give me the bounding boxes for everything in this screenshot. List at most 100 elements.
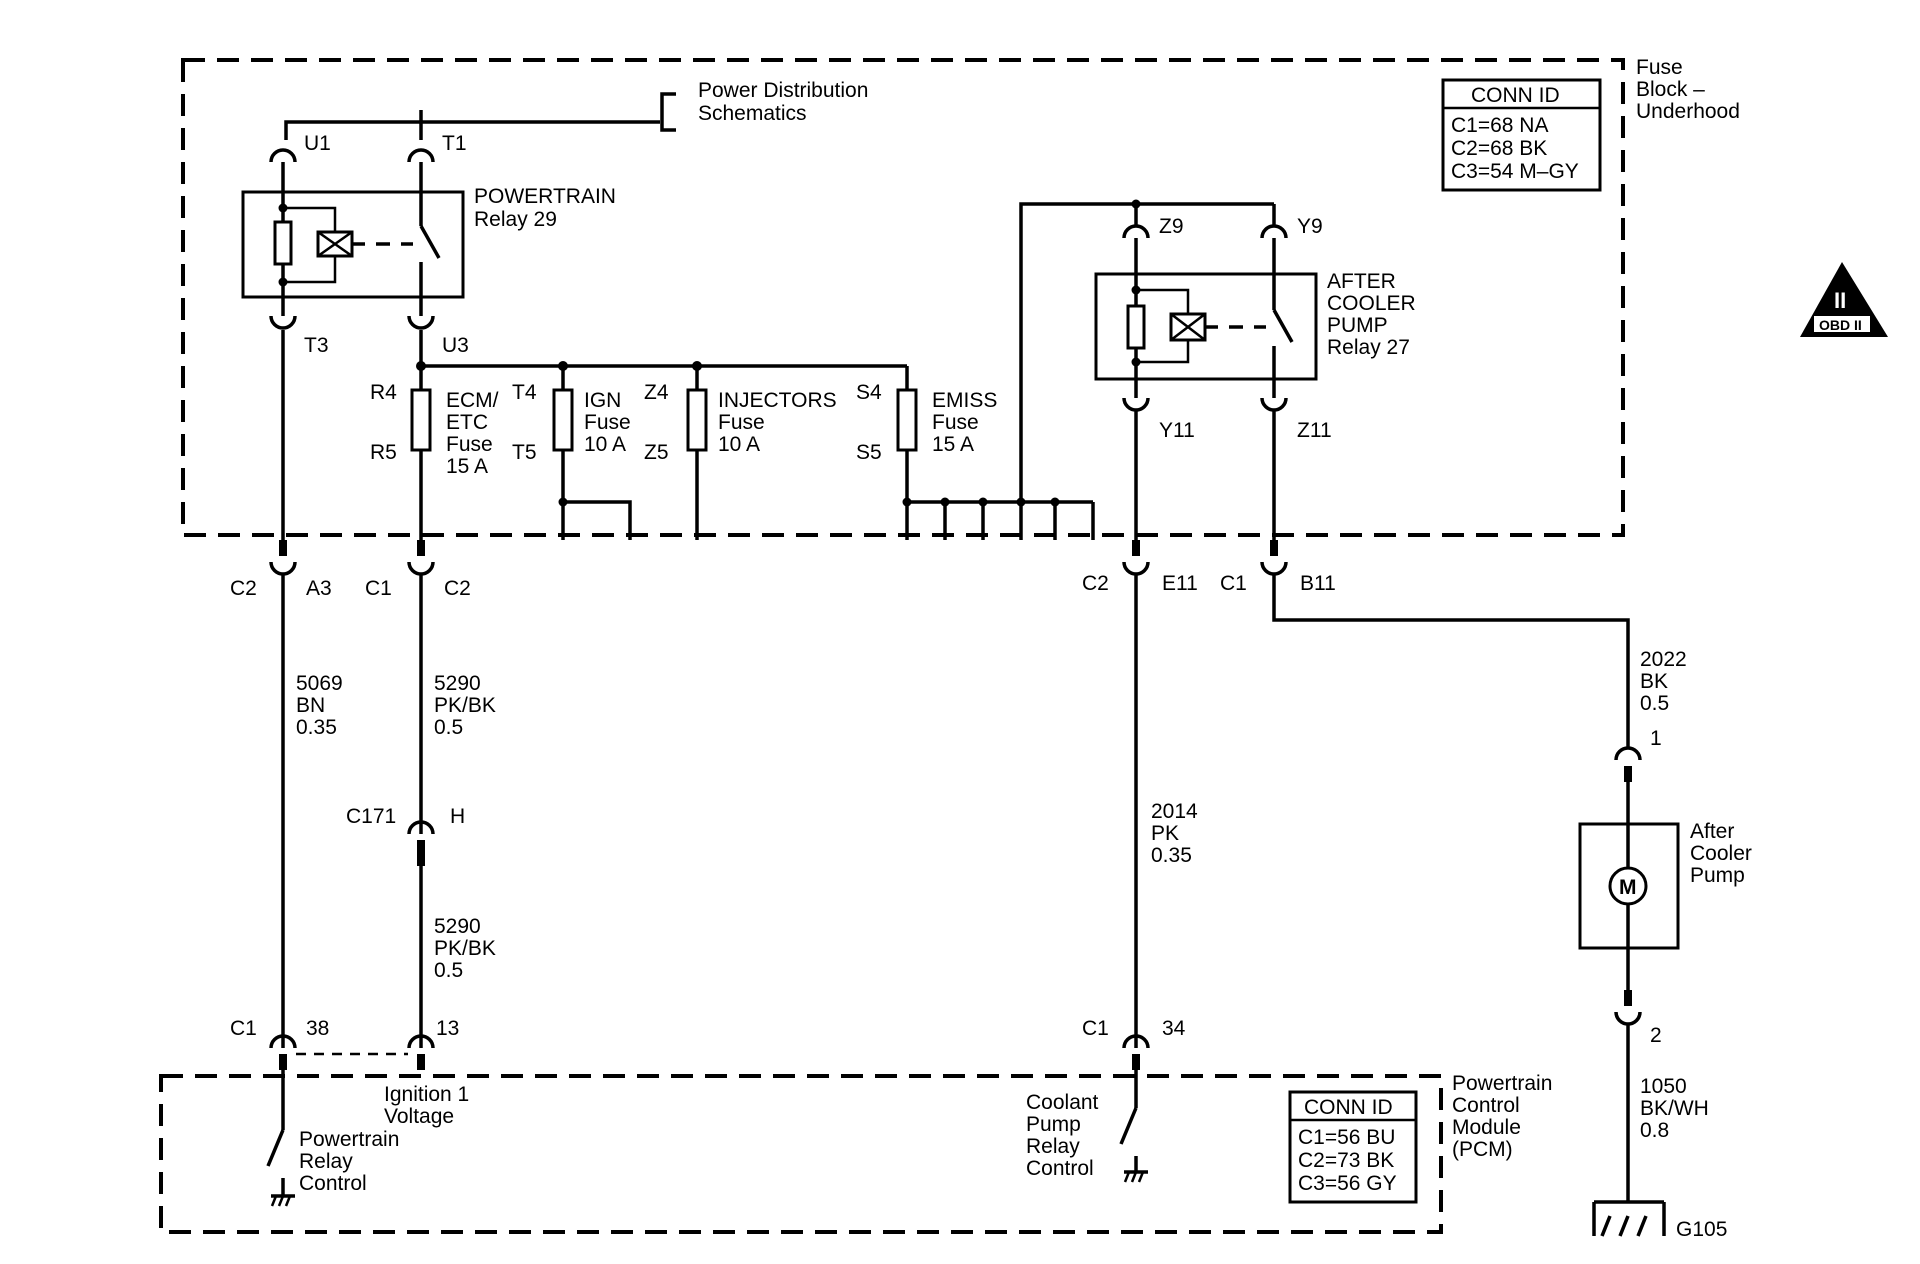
fuse-ign-top-pin: T4 [512,381,537,404]
fuse-injectors-bottom-pin: Z5 [644,441,669,464]
wire-5069-circuit: 5069 [296,672,343,695]
prc-label-1: Powertrain [299,1128,399,1151]
ignition-voltage-label-1: Ignition 1 [384,1083,469,1106]
conn-b11-pin: B11 [1300,572,1336,595]
wire-5290a-gauge: 0.5 [434,716,463,739]
power-distribution-reference: Power Distribution Schematics [284,79,868,140]
cprc-label-4: Control [1026,1157,1094,1180]
wire-2022-color: BK [1640,670,1668,693]
relay27-name-4: Relay 27 [1327,336,1410,359]
relay29-pin-u1: U1 [304,132,331,155]
pcm-connector-13: 13 [407,1017,459,1070]
wire-5069-gauge: 0.35 [296,716,337,739]
fuse-block-title-2: Block – [1636,78,1705,101]
fuse-ecm-etc: R4 R5 ECM/ ETC Fuse 15 A [370,381,499,478]
conn-e11-pin: E11 [1162,572,1198,595]
pump-name-3: Pump [1690,864,1745,887]
relay29-pin-u3: U3 [442,334,469,357]
powertrain-control-module: Powertrain Control Module (PCM) CONN ID … [159,1070,1552,1234]
relay27-pin-y9: Y9 [1297,215,1323,238]
relay27-name-2: COOLER [1327,292,1416,315]
cprc-label-2: Pump [1026,1113,1081,1136]
obd-ii-numeral: II [1834,288,1846,313]
fuse-block-conn-id-c1: C1=68 NA [1451,114,1548,137]
fuse-block-conn-id-table: CONN ID C1=68 NA C2=68 BK C3=54 M–GY [1441,78,1602,192]
pump-pin-1: 1 [1650,727,1662,750]
ground-g105: G105 [1592,1200,1727,1241]
power-distribution-label-2: Schematics [698,102,807,125]
fuse-ecm-top-pin: R4 [370,381,397,404]
conn-e11-id: C2 [1082,572,1109,595]
fuse-block-title-3: Underhood [1636,100,1740,123]
obd-ii-badge: II OBD II [1800,262,1888,337]
wire-1050-circuit: 1050 [1640,1075,1687,1098]
relay27-pin-z9: Z9 [1159,215,1184,238]
fuse-ecm-label-4: 15 A [446,455,488,478]
wire-5290a-circuit: 5290 [434,672,481,695]
relay27-pin-y11: Y11 [1159,419,1195,442]
pcm-connector-38: C1 38 [230,1017,329,1070]
pcm-title-4: (PCM) [1452,1138,1513,1161]
fuse-injectors-label-2: Fuse [718,411,765,434]
pump-pin-2: 2 [1650,1024,1662,1047]
fuse-emiss-label-2: Fuse [932,411,979,434]
prc-label-3: Control [299,1172,367,1195]
cprc-label-3: Relay [1026,1135,1080,1158]
wire-5290a-color: PK/BK [434,694,496,717]
relay27-name-3: PUMP [1327,314,1388,337]
wire-1050: 1050 BK/WH 0.8 [1626,1024,1709,1202]
fuse-ign: T4 T5 IGN Fuse 10 A [512,366,632,540]
pcm-conn-38-pin: 38 [306,1017,329,1040]
c171-id: C171 [346,805,396,828]
fuse-emiss-label-1: EMISS [932,389,997,412]
inline-connector-c171: C171 H [346,805,465,866]
fuse-ign-label-2: Fuse [584,411,631,434]
fuse-block-title-1: Fuse [1636,56,1683,79]
pcm-conn-34-id: C1 [1082,1017,1109,1040]
pcm-conn-id-c2: C2=73 BK [1298,1149,1394,1172]
pcm-conn-34-pin: 34 [1162,1017,1186,1040]
wire-5290-lower: 5290 PK/BK 0.5 [419,866,496,1036]
wire-2014-color: PK [1151,822,1179,845]
pump-name-2: Cooler [1690,842,1752,865]
fuse-ecm-label-1: ECM/ [446,389,499,412]
c171-pin: H [450,805,465,828]
conn-c2-pin: C2 [444,577,471,600]
pcm-title-1: Powertrain [1452,1072,1552,1095]
fuse-emiss-label-3: 15 A [932,433,974,456]
wire-5290b-gauge: 0.5 [434,959,463,982]
pcm-conn-13-pin: 13 [436,1017,459,1040]
fuse-emiss: S4 S5 EMISS Fuse 15 A [856,366,1095,540]
cprc-label-1: Coolant [1026,1091,1099,1114]
pcm-title-2: Control [1452,1094,1520,1117]
fuse-ecm-bottom-pin: R5 [370,441,397,464]
fuse-block-connector-b11: C1 B11 [1220,540,1336,595]
fuse-emiss-top-pin: S4 [856,381,882,404]
wire-2022-gauge: 0.5 [1640,692,1669,715]
after-cooler-pump-relay-27: AFTER COOLER PUMP Relay 27 Z9 Y9 Y11 Z11 [1019,199,1416,540]
fuse-block-connector-c2: C1 C2 [365,540,471,600]
fuse-block-conn-id-c3: C3=54 M–GY [1451,160,1579,183]
prc-label-2: Relay [299,1150,353,1173]
wire-5069-color: BN [296,694,325,717]
power-distribution-label-1: Power Distribution [698,79,868,102]
conn-b11-id: C1 [1220,572,1247,595]
relay27-name-1: AFTER [1327,270,1396,293]
relay29-name-2: Relay 29 [474,208,557,231]
pcm-conn-38-id: C1 [230,1017,257,1040]
fuse-emiss-bottom-pin: S5 [856,441,882,464]
pcm-conn-id-table: CONN ID C1=56 BU C2=73 BK C3=56 GY [1288,1090,1418,1204]
fuse-block-connector-a3: C2 A3 [230,540,332,600]
pcm-conn-id-header: CONN ID [1304,1096,1393,1119]
fuse-ecm-label-3: Fuse [446,433,493,456]
fuse-injectors-label-3: 10 A [718,433,760,456]
wire-2014: 2014 PK 0.35 [1134,574,1198,1036]
coolant-pump-relay-control-switch: Coolant Pump Relay Control [1026,1070,1148,1183]
fuse-ign-label-1: IGN [584,389,621,412]
wire-1050-gauge: 0.8 [1640,1119,1669,1142]
fuse-block-underhood: Fuse Block – Underhood CONN ID C1=68 NA … [181,56,1740,537]
relay29-name-1: POWERTRAIN [474,185,616,208]
pcm-title-3: Module [1452,1116,1521,1139]
fuse-block-conn-id-header: CONN ID [1471,84,1560,107]
fuse-injectors-top-pin: Z4 [644,381,669,404]
